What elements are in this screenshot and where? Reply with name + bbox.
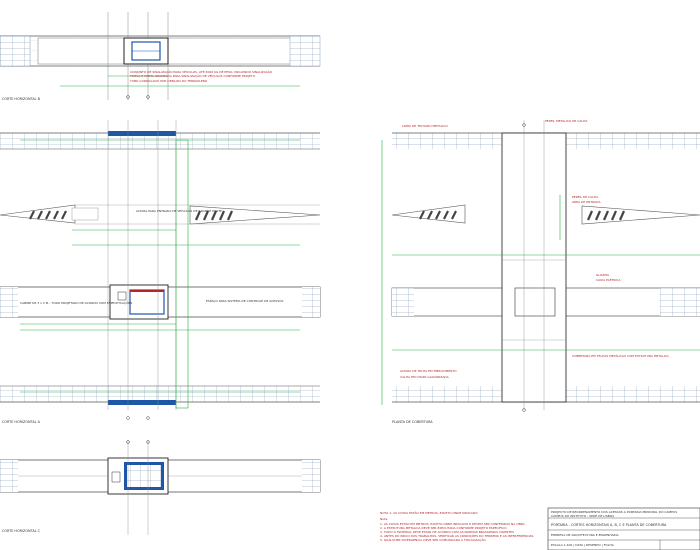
callout-left-box: CABINE DE 3 x 2 M - TODO PROJETADO DE AC…	[20, 300, 132, 305]
notes-box: NOTA 1: AS COTAS ESTÃO EM METROS, EXCETO…	[380, 510, 534, 542]
title-company: EMPRESA DE ARQUITECTURA E ENGENHARIA	[551, 533, 620, 537]
axis-marker	[126, 440, 130, 444]
axis-marker	[126, 416, 130, 420]
section-b: CONJUNTO DE SINALIZAÇÃO PARA VEÍCULOS, A…	[0, 12, 321, 101]
section-a-road-tiles-left	[0, 287, 18, 317]
callout-right-bl2: CALHA EM CHAPA GALVANIZADA	[400, 375, 450, 379]
callout-right-mid3: GUARITA	[596, 273, 610, 277]
section-b-tiles-right	[289, 35, 321, 67]
title-drawing: PORTARIA - CORTES HORIZONTAIS A, B, C E …	[551, 523, 667, 527]
title-block: PROJECTO DE REORDENAMENTO DOS ACESSOS À …	[547, 507, 700, 550]
callout-right-low: COBERTURA EM TELHAS METÁLICAS COM ESTRUT…	[572, 353, 670, 358]
callout-right-bl1: ALTURA DE TELHA EM FIBROCIMENTO	[400, 369, 457, 373]
section-a-tiles-bottom	[0, 386, 320, 402]
title-project: PROJECTO DE REORDENAMENTO DOS ACESSOS À …	[551, 509, 677, 514]
axis-marker	[146, 95, 150, 99]
section-c: CORTE HORIZONTAL C	[0, 440, 321, 535]
section-a-cabin-room	[129, 289, 165, 315]
green-dim-vertical	[175, 139, 189, 409]
roof-cabin-outline	[514, 287, 556, 317]
callout-left-right: ALTURA PARA ENTRADA DE VEÍCULOS DE GRAND…	[136, 208, 222, 213]
gate-top	[108, 131, 176, 136]
section-a-label: CORTE HORIZONTAL A	[2, 420, 41, 424]
callout-right-top2: PERFIL METÁLICO DE CALHA	[545, 118, 588, 123]
gate-bottom	[108, 400, 176, 405]
roof-median-right	[581, 205, 700, 225]
section-c-tiles-right	[302, 460, 320, 492]
roof-tiles-top-right	[566, 133, 700, 149]
roof-tiles-bottom-left	[392, 386, 502, 402]
axis-marker	[146, 440, 150, 444]
title-sub: CAMPUS DO INSTITUTO - SEDE DE LISBOA	[551, 514, 615, 518]
notes-line: 3. TODO O MATERIAL DEVE ESTAR DE ACORDO …	[380, 530, 514, 534]
median-right	[189, 205, 321, 225]
axis-marker	[126, 95, 130, 99]
notes-line: 1. AS COTAS ESTÃO EM METROS, EXCETO ONDE…	[380, 521, 526, 526]
section-a: ALTURA PARA ENTRADA DE VEÍCULOS DE GRAND…	[0, 120, 321, 424]
roof-plan: LINHA DE TELHADO METÁLICO PERFIL METÁLIC…	[381, 118, 700, 424]
axis-marker	[522, 408, 526, 412]
callout-right-mid1: PERFIL DE CALHA	[572, 195, 599, 199]
top-note-1: CONJUNTO DE SINALIZAÇÃO PARA VEÍCULOS, A…	[130, 69, 273, 74]
roof-plan-label: PLANTA DE COBERTURA	[392, 420, 433, 424]
section-c-tiles-left	[0, 460, 18, 492]
callout-left-box-right: ESPAÇO PARA SISTEMA DE CONTROLE DE ACESS…	[206, 299, 283, 303]
section-a-desk	[117, 291, 127, 301]
section-c-label: CORTE HORIZONTAL C	[2, 529, 41, 533]
section-a-road-tiles-right	[302, 287, 320, 317]
notes-line: 5. QUALQUER DIVERGÊNCIA DEVE SER COMUNIC…	[380, 537, 486, 542]
notes-line: 2. A ESTRUTURA METÁLICA DEVE SER EXECUTA…	[380, 525, 507, 530]
callout-right-mid2: ÁREA DE ENTRADA	[572, 199, 601, 204]
top-note-2: TRIPLA E PORTA GRADEADA PARA SINALIZAÇÃO…	[129, 73, 256, 78]
section-b-road	[37, 37, 309, 65]
top-note-3: TUBO CORRUGADO POR DEBAIXO DO TERRAPLENO	[129, 79, 208, 83]
axis-marker	[522, 123, 526, 127]
notes-heading: Nota:	[380, 517, 388, 521]
notes-line: 4. ANTES DO INÍCIO DOS TRABALHOS, VERIFI…	[380, 533, 534, 538]
section-b-label: CORTE HORIZONTAL B	[2, 97, 41, 101]
section-b-tiles-left	[0, 35, 31, 67]
roof-tiles-top-left	[392, 133, 502, 149]
title-info: ESCALA 1:100 | DATA | DESENHO | FOLHA	[551, 543, 615, 547]
callout-right-box: CAIXA ELÉTRICA	[596, 277, 621, 282]
roof-canopy	[501, 132, 567, 403]
callout-right-top: LINHA DE TELHADO METÁLICO	[402, 123, 448, 128]
axis-marker	[146, 416, 150, 420]
section-a-tiles-top	[0, 133, 320, 149]
roof-tiles-bottom-right	[566, 386, 700, 402]
notes-title: NOTA 1: AS COTAS ESTÃO EM METROS, EXCETO…	[380, 510, 478, 515]
